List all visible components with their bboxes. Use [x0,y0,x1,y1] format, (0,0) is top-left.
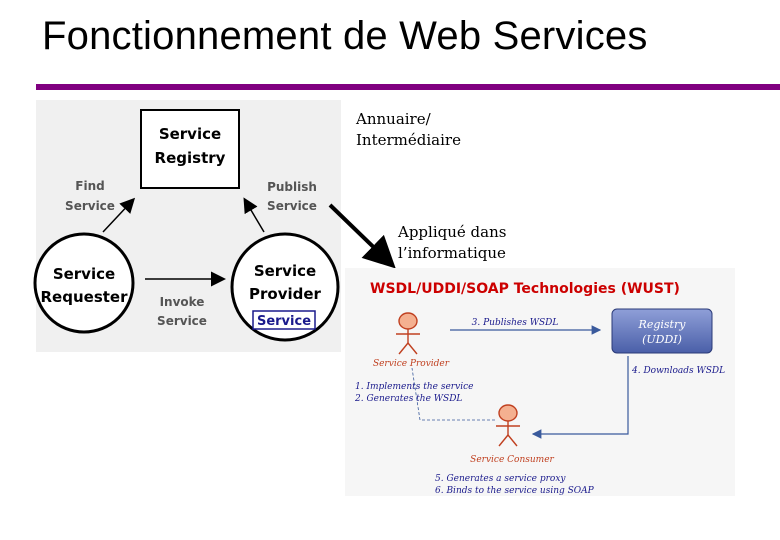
consumer-actor-label: Service Consumer [470,455,554,465]
find-arrow [102,197,136,233]
registry-label-1: Service [159,125,221,143]
publish-arrow [243,197,265,233]
invoke-label-2: Service [157,314,207,328]
step-6: 6. Binds to the service using SOAP [435,486,595,496]
right-diagram-bg [345,268,735,496]
registry-uddi-label-1: Registry [638,318,687,331]
slide-title: Fonctionnement de Web Services [42,14,648,58]
requester-label-1: Service [53,265,115,283]
downloads-label: 4. Downloads WSDL [631,366,725,376]
downloads-arrow [531,356,629,439]
provider-actor-icon [396,312,420,355]
registry-uddi-label-2: (UDDI) [642,333,682,346]
provider-actor-label: Service Provider [373,359,450,369]
publish-label-2: Service [267,199,317,213]
binding-line [411,367,495,421]
annuaire-label-2: Intermédiaire [356,131,461,149]
publish-label-1: Publish [267,180,317,194]
service-registry-box: Service Registry [140,109,240,189]
registry-label-2: Registry [155,149,226,167]
provider-label-2: Provider [249,285,322,303]
step-1: 1. Implements the service [355,382,473,392]
provider-service-box: Service [257,314,311,329]
consumer-actor-icon [496,404,520,447]
service-requester-node: Service Requester [33,232,135,334]
publishes-label: 3. Publishes WSDL [472,318,559,328]
title-divider [36,84,780,90]
registry-uddi-box: Registry (UDDI) [611,308,713,354]
wust-title: WSDL/UDDI/SOAP Technologies (WUST) [370,281,680,297]
step-5: 5. Generates a service proxy [435,474,566,484]
service-provider-node: Service Provider Service [230,232,340,342]
invoke-label-1: Invoke [160,295,205,309]
applique-label-2: l’informatique [398,244,506,262]
requester-label-2: Requester [41,288,129,306]
provider-label-1: Service [254,262,316,280]
find-label-2: Service [65,199,115,213]
applique-label-1: Appliqué dans [397,223,506,241]
connector-arrow [328,203,396,269]
find-label-1: Find [75,179,104,193]
step-2: 2. Generates the WSDL [354,394,462,404]
annuaire-label-1: Annuaire/ [355,110,432,128]
